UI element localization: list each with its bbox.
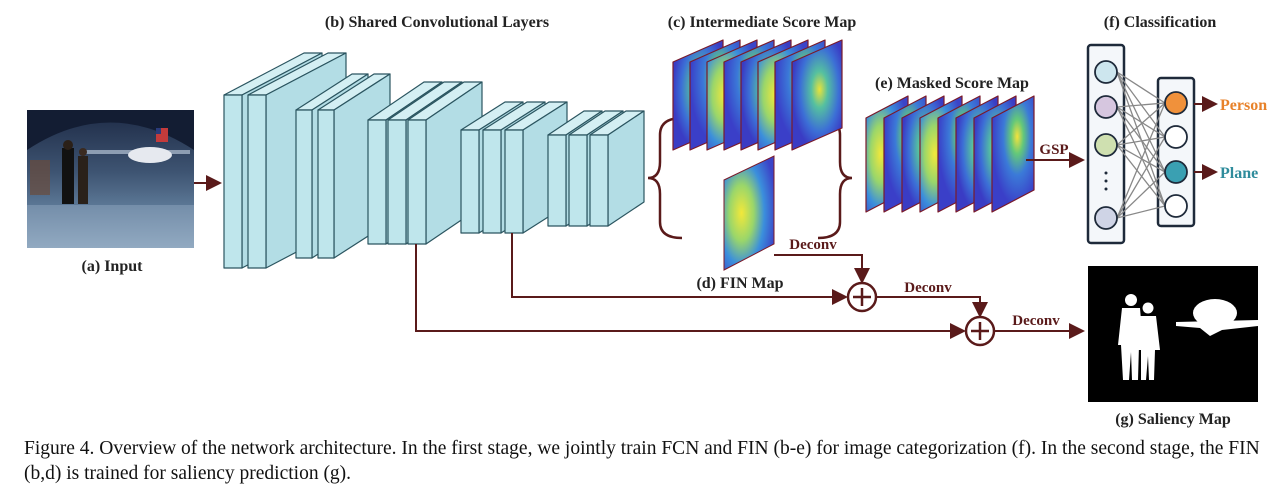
input-label: (a) Input	[82, 258, 144, 275]
fc-connection	[1116, 144, 1166, 207]
classifier-network	[1086, 43, 1196, 245]
saliency-label: (g) Saliency Map	[1115, 411, 1231, 428]
fin-map-label: (d) FIN Map	[696, 275, 783, 292]
sum1-to-sum2-path	[877, 296, 988, 318]
fc-connection	[1116, 71, 1166, 104]
conv-slab-front	[317, 109, 335, 259]
fc-connection	[1116, 106, 1166, 173]
fc-connection	[1116, 106, 1166, 207]
input-node-1	[1094, 60, 1118, 84]
sum-node-2	[964, 315, 996, 347]
conv-slab-front	[407, 119, 427, 245]
skip-path-1	[511, 233, 848, 305]
input-node-5	[1094, 206, 1118, 230]
shared-conv-label: (b) Shared Convolutional Layers	[325, 14, 549, 31]
conv-slab-front	[367, 119, 387, 245]
architecture-diagram: (a) Input (b) Shared Convolutional Layer…	[27, 14, 1267, 428]
output-node-4	[1164, 194, 1188, 218]
intermediate-label: (c) Intermediate Score Map	[668, 14, 857, 31]
ellipsis-dot	[1104, 171, 1108, 175]
fc-connection	[1116, 102, 1166, 146]
conv-slab-front	[295, 109, 313, 259]
intermediate-score-maps	[672, 39, 843, 151]
output-node-person	[1164, 91, 1188, 115]
input-node-2	[1094, 95, 1118, 119]
deconv-paths	[415, 233, 1085, 339]
input-node-3	[1094, 133, 1118, 157]
saliency-map	[1088, 266, 1258, 402]
conv-slab-front	[387, 119, 407, 245]
conv-slab-front	[223, 94, 243, 269]
conv-slab-front	[504, 129, 524, 234]
shared-conv-layers	[223, 52, 645, 269]
output-node-2	[1164, 125, 1188, 149]
masked-label: (e) Masked Score Map	[875, 75, 1029, 92]
fc-connection	[1116, 205, 1166, 219]
fc-connection	[1116, 144, 1166, 173]
fc-connection	[1116, 106, 1166, 138]
figure-caption: Figure 4. Overview of the network archit…	[24, 438, 1260, 484]
left-brace	[647, 116, 683, 240]
fc-connection	[1116, 171, 1166, 219]
fc-connection	[1116, 102, 1166, 108]
masked-map	[991, 95, 1035, 213]
fc-connection	[1116, 136, 1166, 146]
deconv-label-2: Deconv	[904, 280, 952, 296]
deconv-label-3: Deconv	[1012, 313, 1060, 329]
fin-deconv-path	[774, 254, 870, 284]
fin-map	[723, 155, 775, 271]
deconv-label-1: Deconv	[789, 237, 837, 253]
ellipsis-dot	[1104, 179, 1108, 183]
output-node-plane	[1164, 160, 1188, 184]
input-photo	[27, 110, 194, 248]
sum-node-1	[846, 281, 878, 313]
conv-slab	[589, 110, 645, 227]
conv-slab-front	[547, 134, 567, 227]
ellipsis-dot	[1104, 187, 1108, 191]
output-layer-box	[1156, 76, 1196, 228]
fc-connection	[1116, 102, 1166, 219]
conv-slab-front	[482, 129, 502, 234]
intermediate-map	[791, 39, 843, 151]
person-label: Person	[1220, 97, 1267, 114]
conv-slab-front	[568, 134, 588, 227]
plane-label: Plane	[1220, 165, 1258, 182]
conv-slab-front	[589, 134, 609, 227]
conv-slab-front	[460, 129, 480, 234]
gsp-label: GSP	[1039, 142, 1068, 158]
masked-score-maps	[865, 95, 1035, 213]
fc-connection	[1116, 136, 1166, 219]
classification-label: (f) Classification	[1104, 14, 1217, 31]
conv-slab-front	[247, 94, 267, 269]
skip-path-2	[415, 244, 966, 339]
